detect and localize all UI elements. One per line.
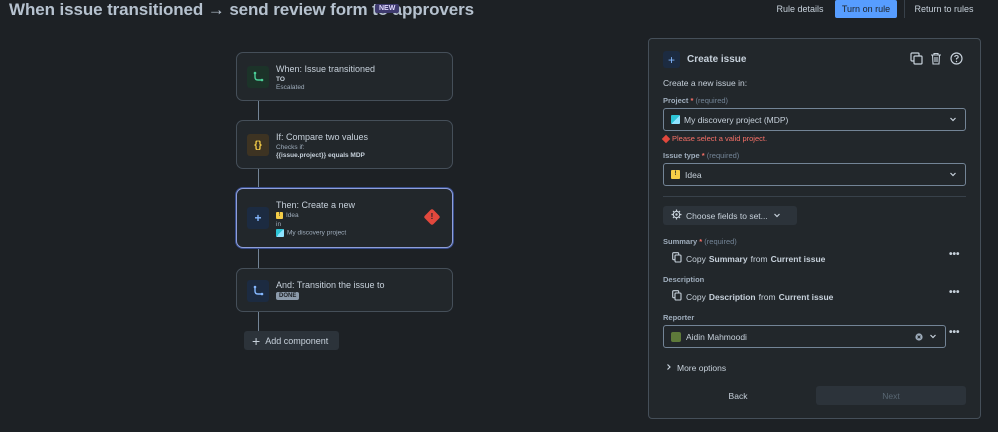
- action-card[interactable]: + Then: Create a new !Idea in My discove…: [236, 188, 453, 248]
- turn-on-rule-button[interactable]: Turn on rule: [835, 0, 897, 18]
- chevron-down-icon: [949, 170, 957, 180]
- action-project: My discovery project: [276, 229, 346, 237]
- reporter-value: Aidin Mahmoodi: [686, 331, 747, 342]
- page-title: When issue transitioned → send review fo…: [9, 0, 474, 19]
- braces-icon: {}: [247, 134, 269, 156]
- trigger-sub-status: Escalated: [276, 84, 305, 91]
- return-to-rules-button[interactable]: Return to rules: [914, 4, 974, 14]
- done-lozenge: DONE: [276, 292, 300, 300]
- panel-title: Create issue: [687, 54, 747, 65]
- new-badge: NEW: [375, 4, 400, 13]
- transition-title: And: Transition the issue to: [276, 280, 385, 290]
- idea-icon: !: [276, 212, 283, 219]
- action-title: Then: Create a new: [276, 200, 356, 210]
- project-label: Project * (required): [663, 96, 729, 105]
- reporter-select[interactable]: Aidin Mahmoodi: [663, 325, 946, 348]
- choose-fields-label: Choose fields to set...: [686, 210, 768, 221]
- plus-icon: +: [663, 51, 680, 68]
- reporter-label: Reporter: [663, 313, 695, 322]
- avatar: [671, 331, 681, 342]
- issue-type-select[interactable]: ! Idea: [663, 163, 966, 186]
- back-button[interactable]: Back: [728, 390, 748, 401]
- trigger-card[interactable]: When: Issue transitioned TO Escalated: [236, 52, 453, 101]
- panel-actions: [909, 51, 963, 65]
- help-icon[interactable]: [949, 51, 963, 65]
- more-options-label: More options: [677, 363, 727, 373]
- chevron-down-icon: [773, 211, 781, 221]
- idea-icon: !: [671, 170, 680, 179]
- chevron-right-icon: [666, 363, 672, 373]
- trash-icon[interactable]: [929, 51, 943, 65]
- copy-icon: [672, 290, 682, 303]
- error-icon: [661, 134, 671, 143]
- clear-icon[interactable]: [915, 333, 923, 343]
- panel-divider: [663, 196, 966, 197]
- intro-text: Create a new issue in:: [663, 78, 748, 88]
- transition-card[interactable]: And: Transition the issue to DONE: [236, 268, 453, 312]
- error-icon: !: [423, 208, 441, 226]
- panel-header: + Create issue: [663, 51, 746, 68]
- next-button[interactable]: Next: [816, 386, 966, 405]
- summary-more-icon[interactable]: •••: [949, 249, 960, 260]
- rule-details-button[interactable]: Rule details: [776, 4, 824, 14]
- trigger-title: When: Issue transitioned: [276, 64, 376, 74]
- transition-status: DONE: [276, 292, 300, 300]
- summary-label: Summary * (required): [663, 237, 737, 246]
- project-icon: [276, 229, 284, 237]
- gear-icon: [671, 209, 682, 222]
- issue-type-value: Idea: [685, 169, 702, 180]
- condition-card[interactable]: {} If: Compare two values Checks if: {{i…: [236, 120, 453, 169]
- header-divider: [904, 0, 905, 18]
- plus-icon: +: [247, 207, 269, 229]
- duplicate-icon[interactable]: [909, 51, 923, 65]
- add-component-button[interactable]: + Add component: [244, 331, 339, 350]
- issue-type-label: Issue type * (required): [663, 151, 740, 160]
- action-in-label: in: [276, 221, 282, 228]
- description-more-icon[interactable]: •••: [949, 287, 960, 298]
- add-component-label: Add component: [265, 335, 329, 346]
- plus-icon: +: [252, 332, 261, 349]
- condition-sub-expr: {{issue.project}} equals MDP: [276, 152, 365, 159]
- description-label: Description: [663, 275, 705, 284]
- chevron-down-icon: [929, 332, 937, 342]
- git-branch-icon: [247, 66, 269, 88]
- copy-icon: [672, 252, 682, 265]
- project-select[interactable]: My discovery project (MDP): [663, 108, 966, 131]
- git-branch-icon: [247, 280, 269, 302]
- create-issue-panel: + Create issue Create a new issue in: Pr…: [648, 38, 981, 419]
- condition-sub-checks: Checks if:: [276, 144, 305, 151]
- condition-title: If: Compare two values: [276, 132, 369, 142]
- reporter-more-icon[interactable]: •••: [949, 327, 960, 338]
- chevron-down-icon: [949, 115, 957, 125]
- project-value: My discovery project (MDP): [684, 114, 789, 125]
- trigger-sub-to: TO: [276, 76, 285, 83]
- more-options-toggle[interactable]: More options: [666, 363, 726, 373]
- choose-fields-button[interactable]: Choose fields to set...: [663, 206, 797, 225]
- action-issue-type: !Idea: [276, 212, 299, 219]
- project-icon: [671, 115, 680, 124]
- project-error: Please select a valid project.: [661, 134, 767, 143]
- header: When issue transitioned → send review fo…: [0, 0, 998, 20]
